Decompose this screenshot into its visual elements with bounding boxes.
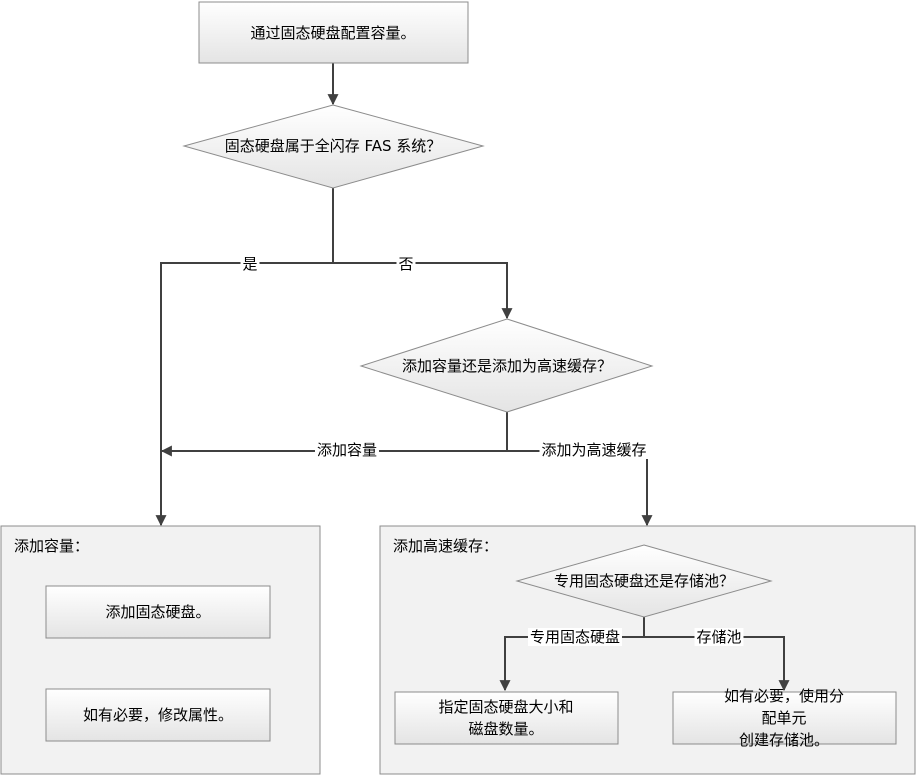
edge-label-no: 否 <box>396 255 416 273</box>
create-pool-line2: 创建存储池。 <box>738 731 829 749</box>
create-pool-label: 如有必要，使用分配单元 创建存储池。 <box>717 685 851 751</box>
start-label: 通过固态硬盘配置容量。 <box>250 24 416 42</box>
edge-storage-pool <box>644 636 790 692</box>
modify-props-label: 如有必要，修改属性。 <box>82 706 234 724</box>
decision-fas-diamond <box>182 104 485 189</box>
decision-capacity-or-cache-label: 添加容量还是添加为高速缓存？ <box>401 357 613 375</box>
group-add-cache-title: 添加高速缓存： <box>393 537 499 555</box>
edge-label-add-as-cache: 添加为高速缓存 <box>539 441 649 459</box>
decision-dedicated-or-pool-label: 专用固态硬盘还是存储池？ <box>553 572 735 590</box>
create-pool-box <box>672 691 897 745</box>
group-add-capacity-title: 添加容量： <box>14 537 90 555</box>
create-pool-line1: 如有必要，使用分配单元 <box>723 687 844 727</box>
edge-yes <box>155 262 333 527</box>
decision-capacity-or-cache-diamond <box>359 318 654 413</box>
add-ssd-box <box>45 585 271 639</box>
add-ssd-label: 添加固态硬盘。 <box>105 603 211 621</box>
specify-size-line2: 磁盘数量。 <box>468 720 544 738</box>
edge-label-dedicated-ssd: 专用固态硬盘 <box>527 628 623 646</box>
edge-no <box>333 262 513 320</box>
edge-add-cache <box>507 450 653 527</box>
specify-size-label: 指定固态硬盘大小和 磁盘数量。 <box>438 696 573 740</box>
decision-fas-label: 固态硬盘属于全闪存 FAS 系统？ <box>224 137 442 155</box>
edge-label-storage-pool: 存储池 <box>694 628 744 646</box>
specify-size-line1: 指定固态硬盘大小和 <box>438 698 574 716</box>
modify-props-box <box>45 688 271 742</box>
specify-size-box <box>394 691 619 745</box>
edge-label-yes: 是 <box>240 255 260 273</box>
start-box <box>198 1 469 64</box>
edge-label-add-capacity: 添加容量 <box>314 441 380 459</box>
decision-dedicated-or-pool-diamond <box>515 544 773 618</box>
